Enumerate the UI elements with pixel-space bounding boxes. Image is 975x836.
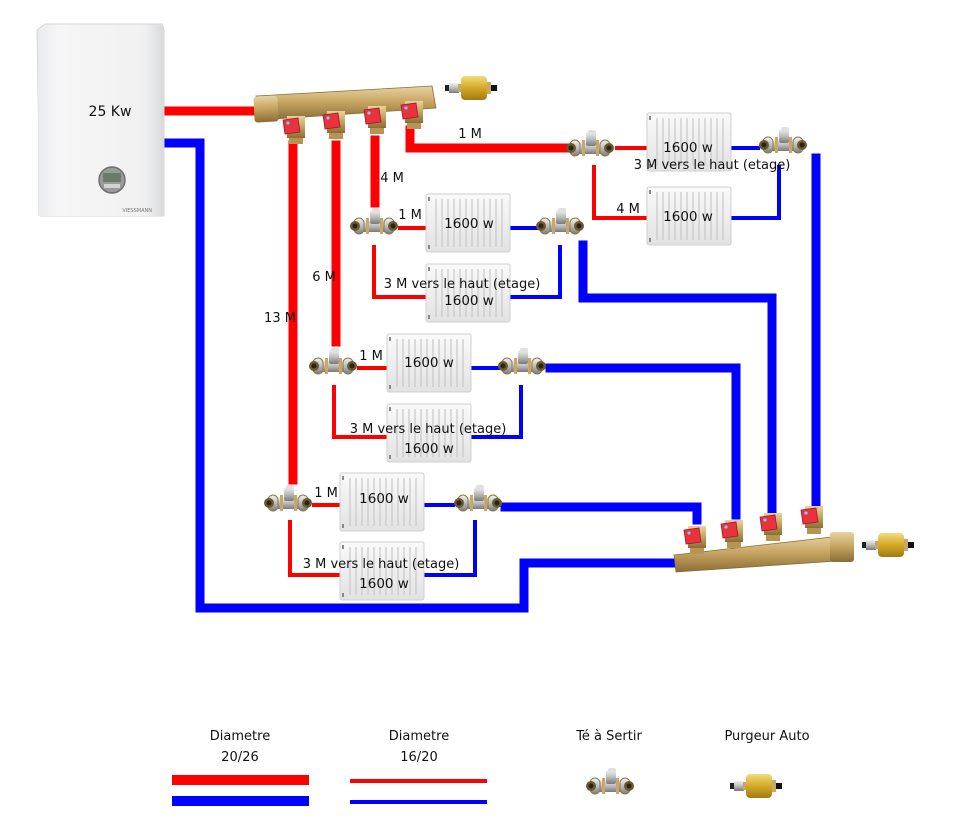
boiler: 25 Kw VIESSMANN bbox=[36, 23, 165, 217]
radiator-c2-a: 1600 w bbox=[425, 193, 511, 253]
supply-manifold bbox=[253, 85, 437, 145]
pipe-c2-rad-b-return bbox=[510, 245, 562, 299]
boiler-brand: VIESSMANN bbox=[122, 208, 152, 214]
tee-fitting-icon bbox=[263, 484, 313, 512]
tee-fitting-icon bbox=[585, 767, 635, 795]
supply-pipes bbox=[160, 106, 572, 485]
tee-fitting-icon bbox=[349, 207, 399, 235]
radiator-power: 1600 w bbox=[404, 441, 454, 457]
pipe-c4-rad-b-supply bbox=[288, 520, 342, 577]
radiator-c3-a: 1600 w bbox=[386, 333, 472, 393]
radiator-power: 1600 w bbox=[359, 491, 409, 507]
auto-vent-icon bbox=[730, 774, 782, 798]
pipe-length-label: 1 M bbox=[314, 486, 338, 501]
supply-valve-4[interactable] bbox=[400, 100, 424, 130]
radiator-c1-b: 1600 w bbox=[646, 186, 732, 246]
legend-title: Té à Sertir bbox=[575, 729, 642, 744]
auto-vent-return-icon bbox=[862, 533, 914, 557]
pipe-c4-rad-b-return bbox=[424, 520, 477, 577]
pipe-length-label: 13 M bbox=[264, 311, 296, 326]
tee-fitting-icon bbox=[497, 347, 547, 375]
return-valve-1[interactable] bbox=[683, 525, 707, 555]
legend-subtitle: 20/26 bbox=[221, 750, 258, 765]
tee-fitting-icon bbox=[308, 347, 358, 375]
radiator-c2-b: 1600 w bbox=[425, 263, 511, 323]
legend-item-tee: Té à Sertir bbox=[575, 729, 642, 795]
pipe-length-label: 6 M bbox=[312, 270, 336, 285]
supply-valve-1[interactable] bbox=[282, 115, 306, 145]
supply-valve-3[interactable] bbox=[363, 105, 387, 135]
pipe-c1-rad-b-return bbox=[730, 165, 781, 220]
radiator-power: 1600 w bbox=[663, 140, 713, 156]
pipe-length-label: 4 M bbox=[380, 171, 404, 186]
pipe-length-label: 3 M vers le haut (etage) bbox=[384, 277, 541, 292]
legend-title: Diametre bbox=[210, 729, 270, 744]
pipe-c3-rad-b-return bbox=[470, 385, 523, 439]
legend-item-pipe-thick: Diametre 20/26 bbox=[172, 729, 309, 806]
legend-return-thick bbox=[172, 796, 309, 806]
tee-fitting-icon bbox=[453, 484, 503, 512]
pipe-circuit-3-return bbox=[545, 363, 741, 520]
radiator-power: 1600 w bbox=[359, 576, 409, 592]
legend-item-auto-vent: Purgeur Auto bbox=[724, 729, 810, 798]
pipe-circuit-2-return bbox=[578, 240, 777, 515]
legend-subtitle: 16/20 bbox=[400, 750, 437, 765]
legend-supply-thin bbox=[350, 779, 487, 783]
pipe-length-label: 1 M bbox=[398, 208, 422, 223]
auto-vent-supply-icon bbox=[445, 76, 497, 100]
legend-supply-thick bbox=[172, 775, 309, 785]
return-branch-pipes bbox=[424, 146, 781, 577]
legend-title: Diametre bbox=[389, 729, 449, 744]
boiler-display-icon bbox=[98, 166, 126, 194]
radiator-power: 1600 w bbox=[444, 216, 494, 232]
pipe-length-label: 4 M bbox=[616, 202, 640, 217]
radiator-c4-a: 1600 w bbox=[339, 472, 425, 532]
return-valve-2[interactable] bbox=[720, 519, 744, 549]
supply-valve-2[interactable] bbox=[322, 110, 346, 140]
return-manifold bbox=[673, 505, 854, 573]
legend: Diametre 20/26 Diametre 16/20 Té à Serti… bbox=[172, 729, 810, 806]
radiator-power: 1600 w bbox=[444, 293, 494, 309]
tee-fitting-icon bbox=[758, 126, 808, 154]
tee-fitting-icon bbox=[535, 207, 585, 235]
tee-fitting-icon bbox=[565, 129, 615, 157]
return-valve-4[interactable] bbox=[800, 505, 824, 535]
pipe-c3-rad-b-supply bbox=[332, 385, 388, 439]
radiator-power: 1600 w bbox=[404, 355, 454, 371]
return-valve-3[interactable] bbox=[759, 512, 783, 542]
legend-return-thin bbox=[350, 800, 487, 804]
pipe-length-label: 1 M bbox=[458, 127, 482, 142]
legend-item-pipe-thin: Diametre 16/20 bbox=[350, 729, 487, 804]
radiator-c3-b: 1600 w bbox=[386, 403, 472, 463]
legend-title: Purgeur Auto bbox=[724, 729, 809, 744]
pipe-length-label: 3 M vers le haut (etage) bbox=[303, 557, 460, 572]
return-pipes bbox=[160, 138, 821, 613]
pipe-c2-rad-b-supply bbox=[372, 245, 427, 299]
radiator-c4-b: 1600 w bbox=[339, 541, 425, 601]
pipe-length-label: 3 M vers le haut (etage) bbox=[350, 422, 507, 437]
pipe-c1-rad-b-supply bbox=[592, 165, 648, 220]
riser-note: 3 M vers le haut (etage) bbox=[634, 158, 791, 173]
pipe-boiler-return bbox=[160, 138, 677, 613]
radiator-c1-a: 1600 w bbox=[646, 112, 732, 172]
boiler-power-label: 25 Kw bbox=[89, 104, 132, 120]
radiator-power: 1600 w bbox=[663, 209, 713, 225]
pipe-length-label: 1 M bbox=[359, 349, 383, 364]
pipe-circuit-1-feed bbox=[405, 125, 572, 153]
supply-branch-pipes bbox=[288, 146, 648, 577]
pipe-circuit-4-return bbox=[500, 502, 702, 525]
